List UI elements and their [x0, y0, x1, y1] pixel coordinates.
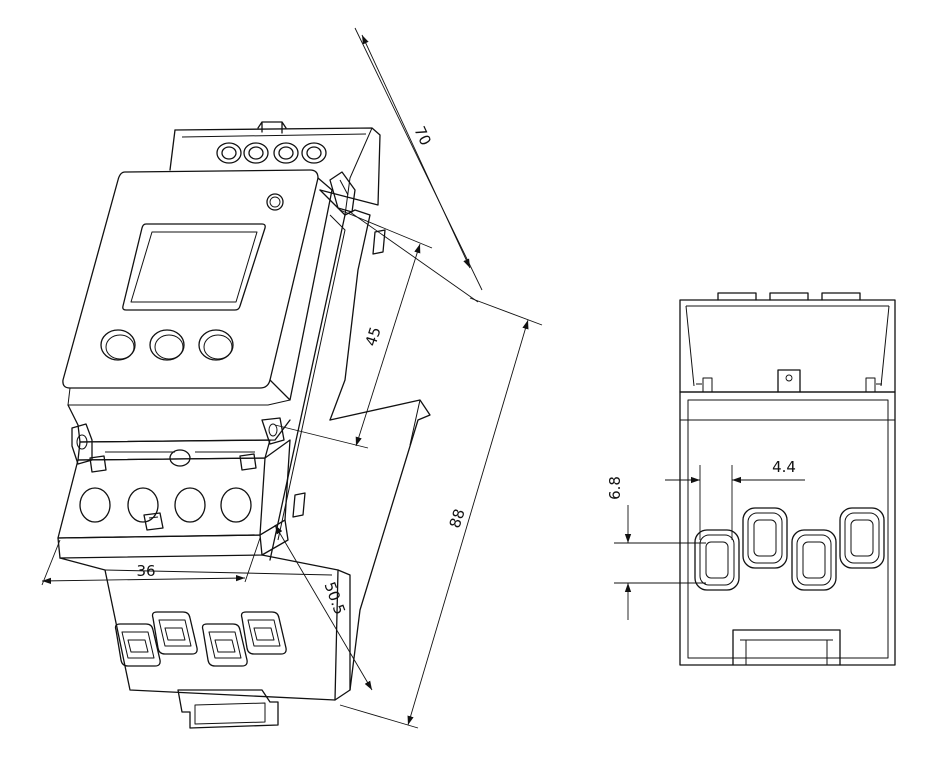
dim-88-label: 88 — [446, 507, 469, 531]
dim-36-label: 36 — [136, 562, 155, 580]
dim-50-5-label: 50.5 — [321, 580, 349, 618]
dimension-terminal-height: 6.8 — [606, 476, 706, 620]
lower-block — [57, 519, 351, 701]
din-rail-clip — [177, 689, 279, 729]
front-terminals — [694, 507, 885, 591]
dim-6-8-label: 6.8 — [606, 476, 624, 500]
front-view: 4.4 6.8 — [606, 292, 896, 666]
dimension-width: 36 — [41, 537, 261, 586]
dimension-depth: 70 — [349, 27, 483, 303]
back-housing — [169, 121, 381, 216]
dimension-lower-height: 50.5 — [274, 524, 373, 691]
bottom-terminals — [114, 611, 287, 667]
dim-45-label: 45 — [362, 325, 385, 349]
isometric-view: 70 45 88 50.5 36 — [41, 27, 543, 729]
middle-band — [67, 404, 291, 473]
lower-front — [57, 439, 291, 539]
dimension-terminal-width: 4.4 — [665, 458, 805, 540]
dim-70-label: 70 — [410, 123, 434, 148]
dim-4-4-label: 4.4 — [772, 458, 796, 476]
display-module — [62, 169, 333, 406]
dimension-upper-height: 45 — [274, 209, 433, 449]
top-terminal-screws — [216, 142, 327, 164]
dimension-total-height: 88 — [339, 297, 543, 729]
